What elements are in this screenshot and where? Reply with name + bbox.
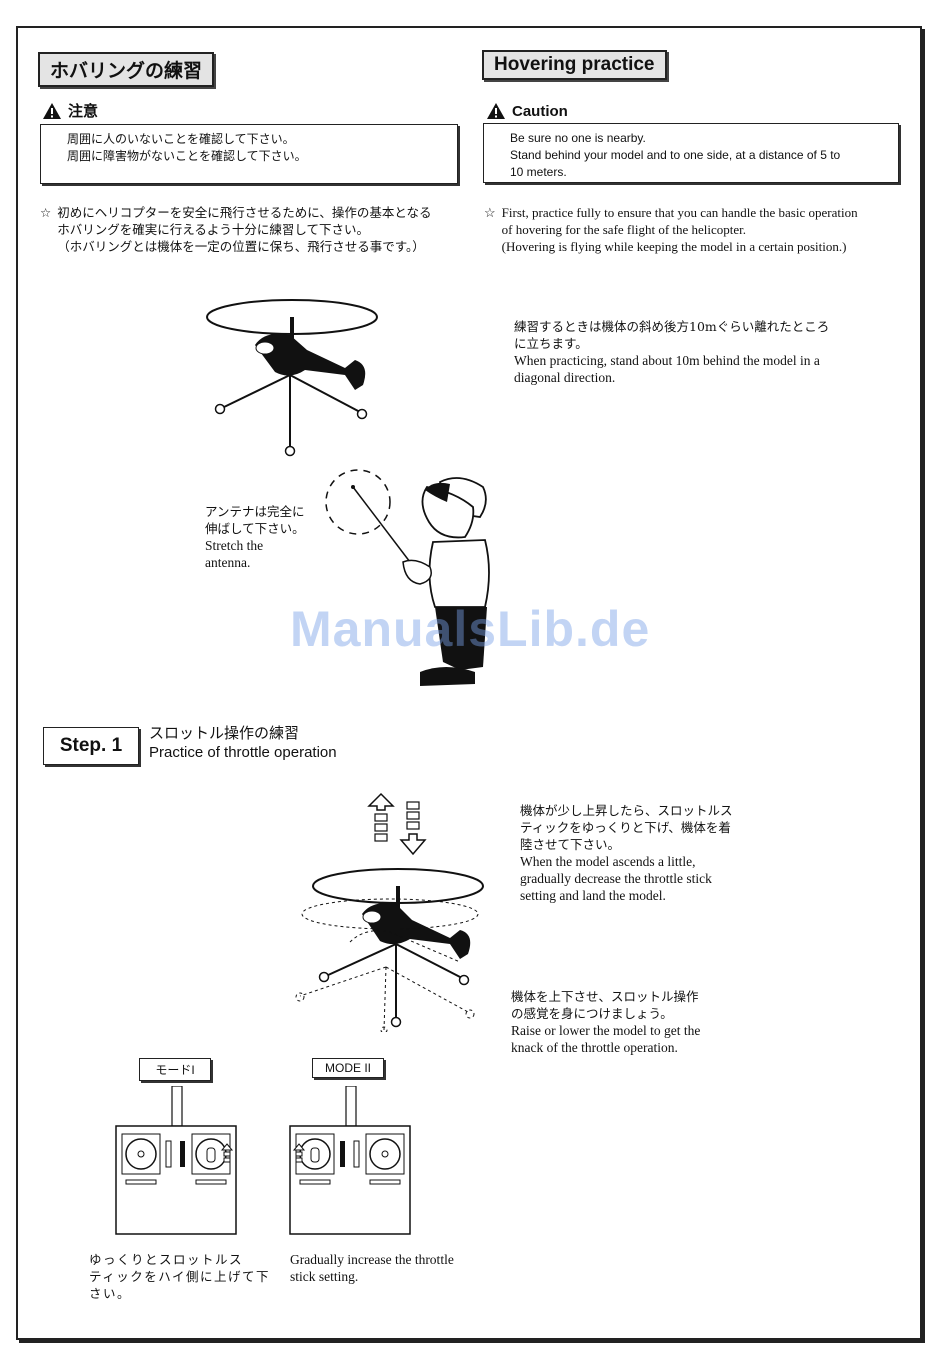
step-label-text: Step. 1 bbox=[59, 735, 123, 756]
note-line: ティックをハイ側に上げて下 bbox=[89, 1269, 271, 1284]
left-intro: ☆ 初めにヘリコプターを安全に飛行させるために、操作の基本となる ホバリングを確… bbox=[40, 204, 431, 255]
pilot-illustration bbox=[325, 469, 490, 686]
step-title-en: Practice of throttle operation bbox=[149, 744, 337, 761]
note-line: Raise or lower the model to get the bbox=[511, 1023, 701, 1038]
mode-2-text: MODE II bbox=[324, 1061, 371, 1075]
right-caution-box: Be sure no one is nearby. Stand behind y… bbox=[483, 123, 899, 183]
note-line: アンテナは完全に bbox=[205, 504, 305, 519]
left-caution-label: 注意 bbox=[68, 102, 99, 120]
transmitter-mode-2-icon bbox=[289, 1086, 411, 1235]
note-line: さい。 bbox=[89, 1286, 132, 1301]
up-down-arrows-icon bbox=[367, 792, 427, 856]
mode-1-label: モードI bbox=[139, 1058, 211, 1081]
caution-line: 10 meters. bbox=[510, 165, 567, 179]
caution-line: 周囲に障害物がないことを確認して下さい。 bbox=[67, 149, 307, 163]
right-intro: ☆ First, practice fully to ensure that y… bbox=[484, 204, 858, 255]
warning-icon bbox=[487, 103, 505, 119]
note-line: gradually decrease the throttle stick bbox=[520, 871, 712, 886]
intro-line: （ホバリングとは機体を一定の位置に保ち、飛行させる事です。） bbox=[57, 239, 425, 254]
watermark: ManualsLib.de bbox=[290, 601, 651, 657]
intro-line: of hovering for the safe flight of the h… bbox=[501, 222, 747, 237]
intro-line: First, practice fully to ensure that you… bbox=[501, 205, 858, 220]
caution-line: 周囲に人のいないことを確認して下さい。 bbox=[67, 132, 295, 146]
right-caution-label: Caution bbox=[512, 102, 568, 120]
left-caution-header: 注意 bbox=[42, 100, 98, 121]
ascend-note: 機体が少し上昇したら、スロットルス ティックをゆっくりと下げ、機体を着 陸させて… bbox=[520, 802, 733, 904]
note-line: 練習するときは機体の斜め後方10mぐらい離れたところ bbox=[514, 319, 830, 334]
left-caution-box: 周囲に人のいないことを確認して下さい。 周囲に障害物がないことを確認して下さい。 bbox=[40, 124, 458, 184]
step-title: スロットル操作の練習 Practice of throttle operatio… bbox=[149, 725, 337, 763]
note-line: Gradually increase the throttle bbox=[290, 1252, 454, 1267]
page-frame bbox=[16, 26, 922, 1340]
caution-line: Stand behind your model and to one side,… bbox=[510, 148, 841, 162]
star-icon: ☆ bbox=[40, 205, 52, 220]
step-title-jp: スロットル操作の練習 bbox=[149, 724, 300, 742]
note-line: diagonal direction. bbox=[514, 370, 616, 385]
right-section-title: Hovering practice bbox=[482, 50, 667, 80]
mode-2-label: MODE II bbox=[312, 1058, 384, 1078]
warning-icon bbox=[43, 102, 61, 119]
throttle-note-en: Gradually increase the throttle stick se… bbox=[290, 1251, 454, 1285]
note-line: stick setting. bbox=[290, 1269, 359, 1284]
right-caution-header: Caution bbox=[486, 102, 568, 120]
intro-line: ホバリングを確実に行えるよう十分に練習して下さい。 bbox=[57, 222, 369, 237]
note-line: の感覚を身につけましょう。 bbox=[511, 1006, 673, 1021]
practice-note: 練習するときは機体の斜め後方10mぐらい離れたところ に立ちます。 When p… bbox=[514, 318, 829, 386]
intro-line: (Hovering is flying while keeping the mo… bbox=[501, 239, 847, 254]
right-title-text: Hovering practice bbox=[494, 54, 655, 75]
note-line: When the model ascends a little, bbox=[520, 854, 696, 869]
note-line: knack of the throttle operation. bbox=[511, 1040, 678, 1055]
note-line: に立ちます。 bbox=[514, 336, 588, 351]
note-line: ティックをゆっくりと下げ、機体を着 bbox=[520, 820, 731, 835]
transmitter-mode-1-icon bbox=[115, 1086, 237, 1235]
throttle-note-jp: ゆっくりとスロットルス ティックをハイ側に上げて下 さい。 bbox=[89, 1251, 270, 1302]
caution-line: Be sure no one is nearby. bbox=[510, 131, 646, 145]
note-line: 機体が少し上昇したら、スロットルス bbox=[520, 803, 733, 818]
note-line: antenna. bbox=[205, 555, 251, 570]
intro-line: 初めにヘリコプターを安全に飛行させるために、操作の基本となる bbox=[57, 205, 432, 220]
note-line: Stretch the bbox=[205, 538, 264, 553]
left-title-text: ホバリングの練習 bbox=[50, 60, 203, 82]
raise-note: 機体を上下させ、スロットル操作 の感覚を身につけましょう。 Raise or l… bbox=[511, 988, 700, 1056]
antenna-note: アンテナは完全に 伸ばして下さい。 Stretch the antenna. bbox=[205, 503, 305, 571]
note-line: 陸させて下さい。 bbox=[520, 837, 621, 852]
helicopter-up-down-illustration bbox=[295, 868, 484, 1032]
step-label: Step. 1 bbox=[43, 727, 139, 765]
note-line: 機体を上下させ、スロットル操作 bbox=[511, 989, 699, 1004]
note-line: setting and land the model. bbox=[520, 888, 666, 903]
mode-1-text: モードI bbox=[155, 1063, 195, 1077]
note-line: When practicing, stand about 10m behind … bbox=[514, 353, 820, 368]
left-section-title: ホバリングの練習 bbox=[38, 52, 215, 87]
note-line: ゆっくりとスロットルス bbox=[89, 1252, 244, 1267]
note-line: 伸ばして下さい。 bbox=[205, 521, 305, 536]
star-icon: ☆ bbox=[484, 205, 496, 220]
helicopter-illustration bbox=[206, 299, 378, 457]
